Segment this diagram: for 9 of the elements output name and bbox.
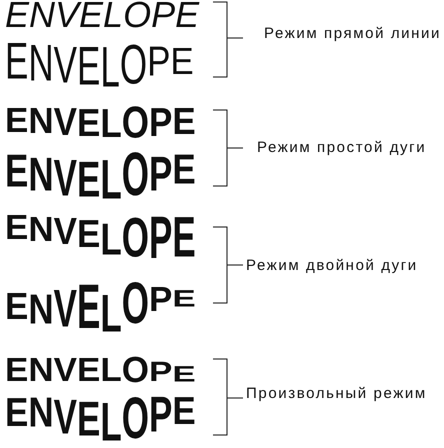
distorted-text: ENVELOPE xyxy=(5,106,196,141)
mode-label: Режим прямой линии xyxy=(264,26,442,42)
distorted-text: ENVELOPE xyxy=(5,1,200,30)
mode-label: Произвольный режим xyxy=(246,386,427,402)
mode-label: Режим простой дуги xyxy=(257,140,426,156)
distorted-text: ENVELOPE xyxy=(5,356,196,385)
distorted-text: ENVELOPE xyxy=(5,152,196,202)
mode-label: Режим двойной дуги xyxy=(246,258,418,274)
distorted-text: ENVELOPE xyxy=(5,42,194,90)
